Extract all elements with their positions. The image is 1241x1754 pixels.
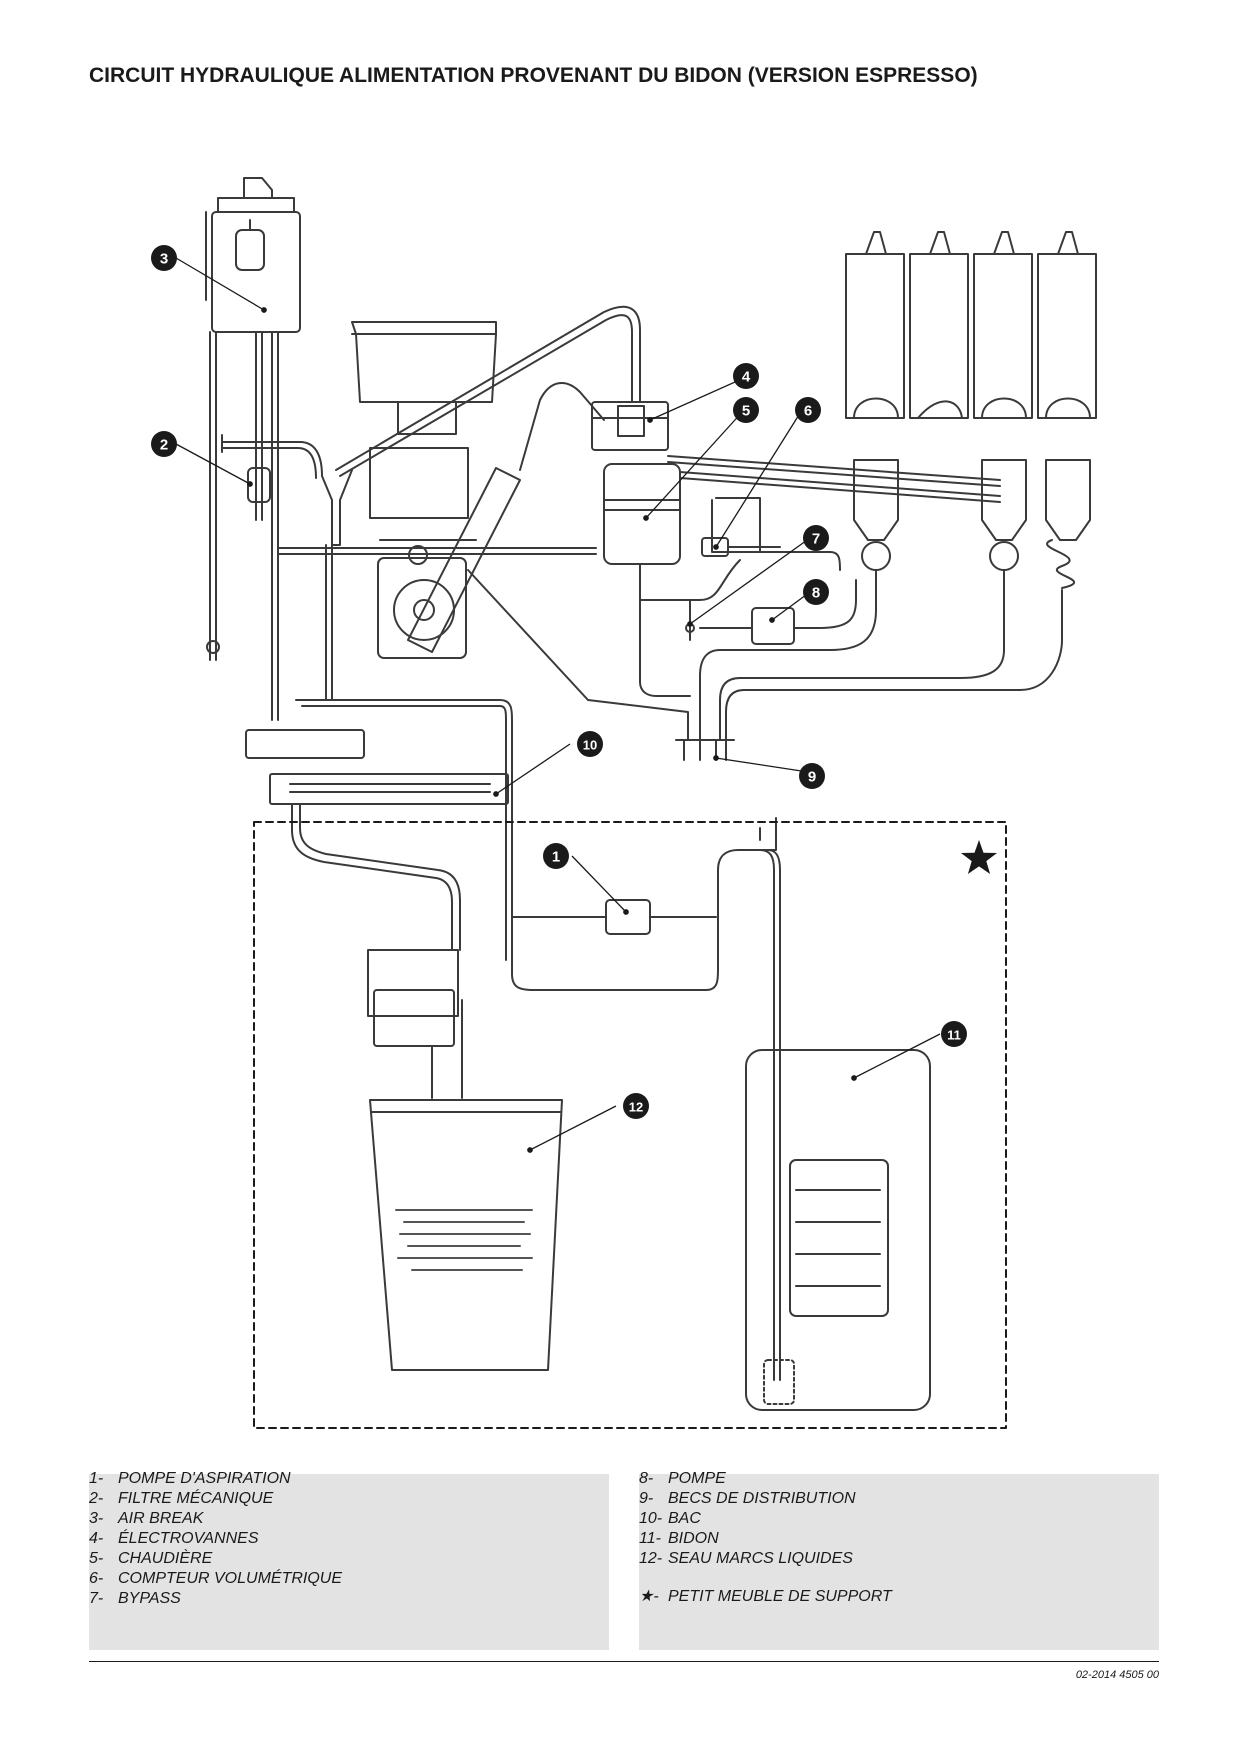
callout-2: 2 [151, 431, 177, 457]
page-title: CIRCUIT HYDRAULIQUE ALIMENTATION PROVENA… [89, 64, 978, 87]
pump-8-component [639, 559, 857, 645]
suction-pump-component [511, 817, 781, 1381]
air-break-drain-pipes [206, 331, 279, 721]
legend-left-box [89, 1474, 609, 1650]
callout-1: 1 [543, 843, 569, 869]
dispensing-spouts [675, 739, 735, 761]
main-pipes [277, 305, 689, 961]
star-icon [961, 840, 997, 874]
legend-right-box [639, 1474, 1159, 1650]
legend-left-list: 1-POMPE D'ASPIRATION 2-FILTRE MÉCANIQUE … [89, 1469, 342, 1609]
callout-8: 8 [803, 579, 829, 605]
water-canister [745, 1049, 931, 1411]
mechanical-filter-component [221, 434, 353, 701]
legend-item: 5-CHAUDIÈRE [89, 1550, 213, 1567]
callout-6: 6 [795, 397, 821, 423]
callout-5: 5 [733, 397, 759, 423]
hydraulic-circuit-diagram: 3 2 4 5 6 7 8 9 10 1 11 12 [151, 177, 1097, 1429]
air-break-component [205, 177, 301, 333]
footer-rule [89, 1661, 1159, 1662]
legend-item: 8-POMPE [639, 1470, 726, 1487]
legend-item: 2-FILTRE MÉCANIQUE [89, 1490, 274, 1507]
legend-item: 12-SEAU MARCS LIQUIDES [639, 1550, 853, 1567]
callout-5-label: 5 [742, 403, 750, 420]
document-reference: 02-2014 4505 00 [1075, 1669, 1159, 1681]
mixing-bowls [853, 459, 1091, 589]
callout-4: 4 [733, 363, 759, 389]
legend-item: 3-AIR BREAK [89, 1510, 204, 1527]
brewing-unit [369, 447, 521, 659]
legend-item: 9-BECS DE DISTRIBUTION [639, 1490, 856, 1507]
legend-item: 10-BAC [639, 1510, 701, 1527]
callout-10-label: 10 [583, 738, 597, 753]
product-canisters [845, 231, 1097, 419]
liquid-waste-bucket [367, 949, 563, 1371]
bypass-component [685, 551, 841, 641]
callout-12: 12 [623, 1093, 649, 1119]
callout-11-label: 11 [947, 1028, 961, 1043]
callout-9-label: 9 [808, 769, 816, 786]
callout-4-label: 4 [742, 369, 751, 386]
legend-item-star: ★-PETIT MEUBLE DE SUPPORT [639, 1588, 892, 1605]
callout-9: 9 [799, 763, 825, 789]
legend-item: 11-BIDON [639, 1530, 719, 1547]
drip-tray [245, 729, 509, 951]
boiler-component [603, 463, 691, 697]
callout-3-label: 3 [160, 251, 168, 268]
dispenser-tubes [699, 569, 1063, 741]
coffee-hopper [351, 321, 497, 435]
callout-12-label: 12 [629, 1100, 643, 1115]
callout-1-label: 1 [552, 849, 560, 866]
legend-item: 7-BYPASS [89, 1590, 181, 1607]
callout-11: 11 [941, 1021, 967, 1047]
legend-item: 4-ÉLECTROVANNES [89, 1530, 259, 1547]
callout-8-label: 8 [812, 585, 820, 602]
callout-3: 3 [151, 245, 177, 271]
callout-6-label: 6 [804, 403, 812, 420]
legend-right-list: 8-POMPE 9-BECS DE DISTRIBUTION 10-BAC 11… [639, 1469, 892, 1607]
solenoid-valves-component [591, 401, 669, 451]
callout-2-label: 2 [160, 437, 168, 454]
flow-meter-component [701, 537, 781, 557]
legend-item: 6-COMPTEUR VOLUMÉTRIQUE [89, 1570, 343, 1587]
callout-10: 10 [577, 731, 603, 757]
legend-item: 1-POMPE D'ASPIRATION [89, 1470, 291, 1487]
callout-7: 7 [803, 525, 829, 551]
callout-7-label: 7 [812, 531, 820, 548]
support-cabinet-outline [253, 821, 1007, 1429]
